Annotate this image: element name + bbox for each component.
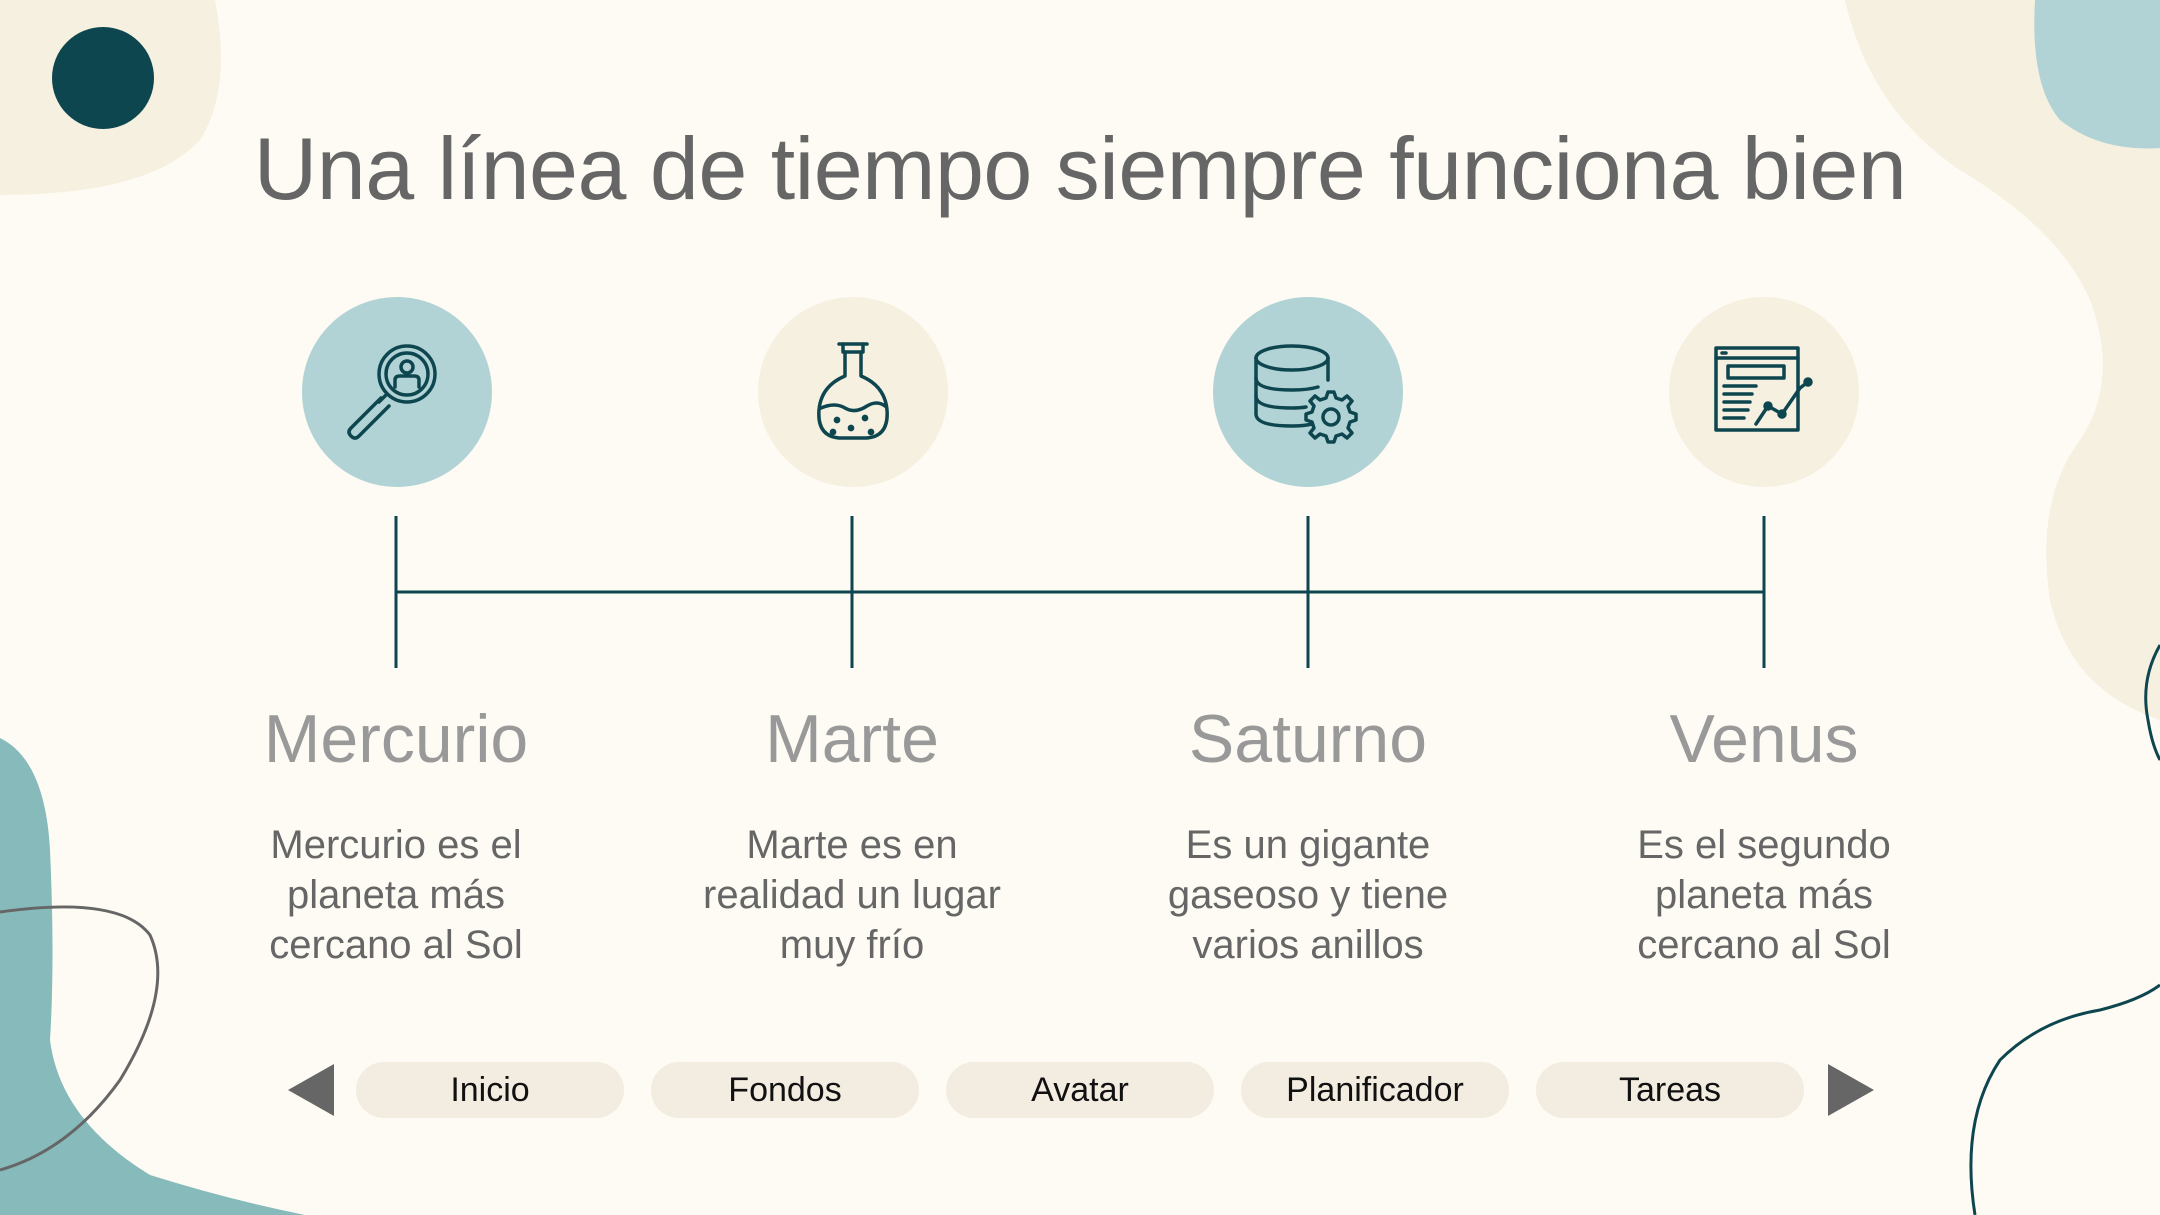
blob-top-right-teal	[2034, 0, 2160, 149]
timeline-circle-1	[302, 297, 492, 487]
desc-line: cercano al Sol	[1637, 923, 1891, 967]
desc-line: muy frío	[779, 923, 925, 967]
nav-avatar-button[interactable]: Avatar	[946, 1062, 1214, 1118]
timeline-name-marte: Marte	[765, 701, 939, 777]
desc-line: gaseoso y tiene	[1167, 873, 1449, 917]
timeline-desc-venus: Es el segundo planeta más cercano al Sol	[1574, 820, 1954, 970]
timeline-name-saturno: Saturno	[1188, 701, 1428, 777]
curve-line-right	[1969, 983, 2160, 1215]
desc-line: varios anillos	[1192, 923, 1424, 967]
desc-line: realidad un lugar	[703, 873, 1001, 917]
desc-line: cercano al Sol	[269, 923, 523, 967]
timeline-desc-marte: Marte es en realidad un lugar muy frío	[662, 820, 1042, 970]
triangle-left-icon[interactable]	[288, 1064, 336, 1116]
page-title: Una línea de tiempo siempre funciona bie…	[253, 119, 1907, 218]
dark-dot	[52, 27, 154, 129]
blob-bottom-left-teal	[0, 738, 305, 1215]
desc-line: Marte es en	[746, 823, 958, 867]
nav-planificador-button[interactable]: Planificador	[1241, 1062, 1509, 1118]
triangle-right-icon[interactable]	[1826, 1064, 1874, 1116]
timeline-circle-2	[758, 297, 948, 487]
database-gear-icon	[1254, 344, 1358, 444]
magnifier-user-icon	[347, 344, 437, 440]
curve-line-right-top	[2144, 644, 2160, 761]
timeline-circle-3	[1213, 297, 1403, 487]
desc-line: Es el segundo	[1637, 823, 1891, 867]
blob-right-cream	[1845, 0, 2160, 720]
desc-line: Es un gigante	[1185, 823, 1431, 867]
analytics-window-icon	[1714, 346, 1813, 432]
flask-icon	[817, 342, 889, 440]
curve-line-left	[0, 905, 160, 1172]
desc-line: Mercurio es el	[270, 823, 522, 867]
timeline-name-venus: Venus	[1669, 701, 1859, 777]
desc-line: planeta más	[287, 873, 505, 917]
nav-fondos-button[interactable]: Fondos	[651, 1062, 919, 1118]
timeline-circle-4	[1669, 297, 1859, 487]
timeline-desc-mercurio: Mercurio es el planeta más cercano al So…	[206, 820, 586, 970]
nav-tareas-button[interactable]: Tareas	[1536, 1062, 1804, 1118]
timeline-desc-saturno: Es un gigante gaseoso y tiene varios ani…	[1118, 820, 1498, 970]
nav-inicio-button[interactable]: Inicio	[356, 1062, 624, 1118]
desc-line: planeta más	[1655, 873, 1873, 917]
timeline-name-mercurio: Mercurio	[263, 701, 529, 777]
